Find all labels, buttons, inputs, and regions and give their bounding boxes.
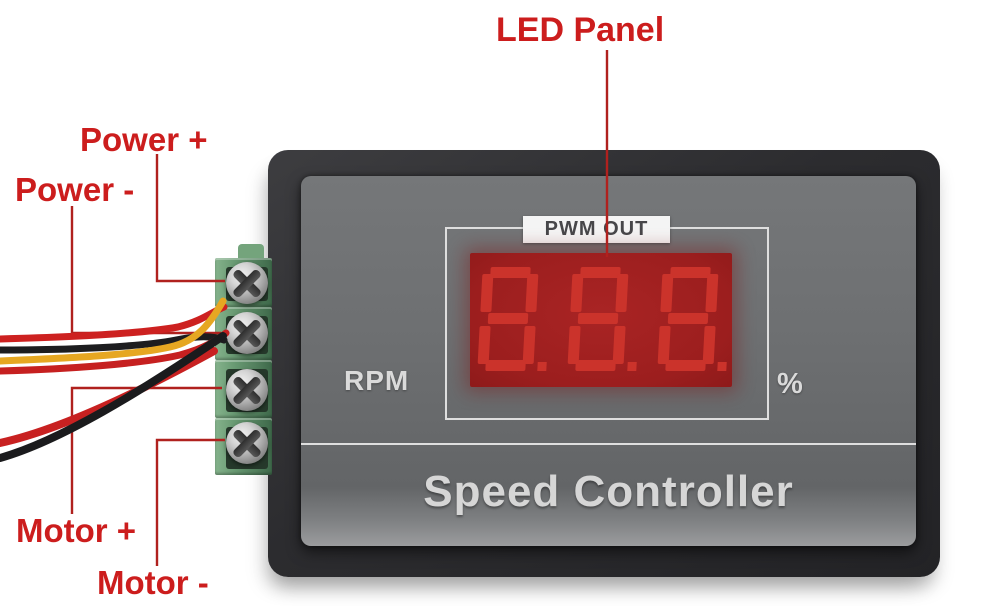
callout-power-plus: Power + bbox=[80, 121, 208, 158]
rpm-label: RPM bbox=[344, 365, 410, 396]
leader-power-plus bbox=[155, 154, 225, 283]
percent-label: % bbox=[777, 368, 803, 400]
callout-power-minus: Power - bbox=[15, 171, 135, 208]
callout-motor-plus: Motor + bbox=[16, 512, 137, 549]
wire-red-upper bbox=[0, 303, 228, 343]
wire-red-lower bbox=[0, 347, 218, 447]
terminal-screw-icon bbox=[226, 369, 268, 411]
wire-yellow bbox=[0, 297, 227, 365]
wires bbox=[0, 297, 230, 462]
pwm-out-label-plate: PWM OUT bbox=[523, 216, 670, 243]
wire-black-upper bbox=[0, 333, 228, 354]
wire-black-lower bbox=[0, 332, 227, 462]
panel-divider-line bbox=[301, 443, 916, 445]
leader-motor-plus bbox=[70, 386, 222, 514]
terminal-block-tab bbox=[238, 244, 264, 260]
led-display-panel bbox=[470, 253, 732, 387]
terminal-screw-icon bbox=[226, 422, 268, 464]
front-panel: PWM OUT RPM % Speed Controller bbox=[301, 176, 916, 546]
terminal-screw-icon bbox=[226, 312, 268, 354]
device-name-label: Speed Controller bbox=[423, 467, 794, 516]
controller-device-body: PWM OUT RPM % Speed Controller bbox=[268, 150, 940, 577]
leader-power-minus bbox=[70, 206, 221, 335]
callout-led-panel: LED Panel bbox=[496, 11, 665, 49]
callout-motor-minus: Motor - bbox=[97, 564, 209, 601]
leader-motor-minus bbox=[155, 438, 225, 566]
terminal-screw-icon bbox=[226, 262, 268, 304]
